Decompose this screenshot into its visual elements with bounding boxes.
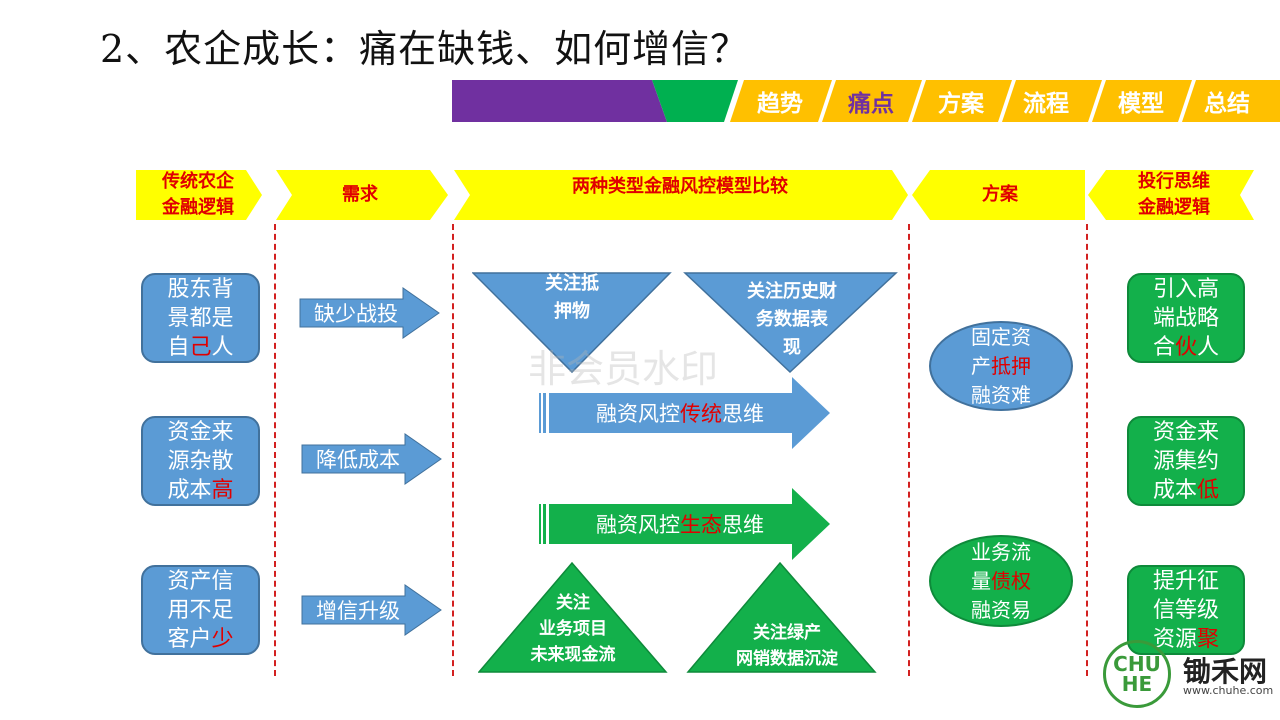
triangle-collateral xyxy=(472,272,672,374)
triangle-future-cashflow xyxy=(478,562,668,673)
header-solution: 方案 xyxy=(982,184,1018,205)
tab-pain-point[interactable]: 痛点 xyxy=(848,91,894,117)
divider-3 xyxy=(908,224,910,676)
big-arrow-ecological-text: 融资风控生态思维 xyxy=(596,513,764,537)
logo-url: www.chuhe.com xyxy=(1183,684,1274,697)
need-lack-investor: 缺少战投 xyxy=(314,302,398,326)
ellipse-fixed-asset: 固定资产抵押融资难 xyxy=(929,321,1073,411)
nav-tab-bg-5 xyxy=(1092,80,1192,122)
nav-tab-bg-3 xyxy=(912,80,1012,122)
tab-solution[interactable]: 方案 xyxy=(938,91,984,117)
header-shape-4 xyxy=(912,170,1085,220)
big-arrow-traditional-text: 融资风控传统思维 xyxy=(596,402,764,426)
left-box-shareholders: 股东背景都是自己人 xyxy=(141,273,260,363)
column-header-shapes xyxy=(136,170,1254,220)
bottom-triangles xyxy=(478,562,877,673)
big-arrow-traditional xyxy=(539,377,830,449)
nav-tab-bg-1 xyxy=(730,80,832,122)
right-box-credit-upgrade: 提升征信等级资源聚 xyxy=(1127,565,1245,655)
triangle-green-sales-data-text: 关注绿产网销数据沉淀 xyxy=(736,623,838,669)
triangle-financial-history-text: 关注历史财务数据表现 xyxy=(747,281,837,358)
divider-2 xyxy=(452,224,454,676)
tab-summary[interactable]: 总结 xyxy=(1204,91,1250,117)
left-box-credit: 资产信用不足客户少 xyxy=(141,565,260,655)
header-shape-1 xyxy=(136,170,262,220)
right-box-strategic-partner: 引入高端战略合伙人 xyxy=(1127,273,1245,363)
watermark: 非会员水印 xyxy=(528,347,719,391)
header-traditional-logic: 传统农企金融逻辑 xyxy=(162,171,234,218)
nav-purple-segment xyxy=(452,80,667,122)
divider-1 xyxy=(274,224,276,676)
tab-process[interactable]: 流程 xyxy=(1023,91,1069,117)
header-model-comparison: 两种类型金融风控模型比较 xyxy=(572,176,788,197)
left-box-funding: 资金来源杂散成本高 xyxy=(141,416,260,506)
nav-tab-bg-2 xyxy=(822,80,922,122)
divider-4 xyxy=(1086,224,1088,676)
nav-bar-shapes xyxy=(452,80,1280,122)
nav-green-segment xyxy=(652,80,738,122)
header-investment-logic: 投行思维金融逻辑 xyxy=(1138,171,1210,218)
top-triangles xyxy=(472,272,898,374)
triangle-future-cashflow-text: 关注业务项目未来现金流 xyxy=(530,593,616,665)
need-reduce-cost: 降低成本 xyxy=(316,448,400,472)
nav-tab-bg-4 xyxy=(1002,80,1102,122)
right-box-funding-low-cost: 资金来源集约成本低 xyxy=(1127,416,1245,506)
triangle-financial-history xyxy=(683,272,898,374)
header-shape-5 xyxy=(1088,170,1254,220)
chuhe-logo-icon: CHU HE xyxy=(1103,640,1171,708)
triangle-collateral-text: 关注抵押物 xyxy=(545,273,599,322)
need-arrow-1 xyxy=(299,287,440,339)
page-title: 2、农企成长：痛在缺钱、如何增信？ xyxy=(100,27,750,71)
tab-trend[interactable]: 趋势 xyxy=(757,91,803,117)
ellipse-business-flow: 业务流量债权融资易 xyxy=(929,535,1073,627)
logo-name: 锄禾网 xyxy=(1183,655,1268,688)
need-arrow-2 xyxy=(301,433,442,485)
header-shape-2 xyxy=(276,170,448,220)
header-demand: 需求 xyxy=(342,184,378,205)
need-arrow-3 xyxy=(301,584,442,636)
nav-tab-bg-6 xyxy=(1182,80,1280,122)
tab-model[interactable]: 模型 xyxy=(1118,91,1164,117)
big-arrow-ecological xyxy=(539,488,830,560)
need-credit-upgrade: 增信升级 xyxy=(316,599,400,623)
triangle-green-sales-data xyxy=(686,562,877,673)
header-shape-3 xyxy=(454,170,908,220)
